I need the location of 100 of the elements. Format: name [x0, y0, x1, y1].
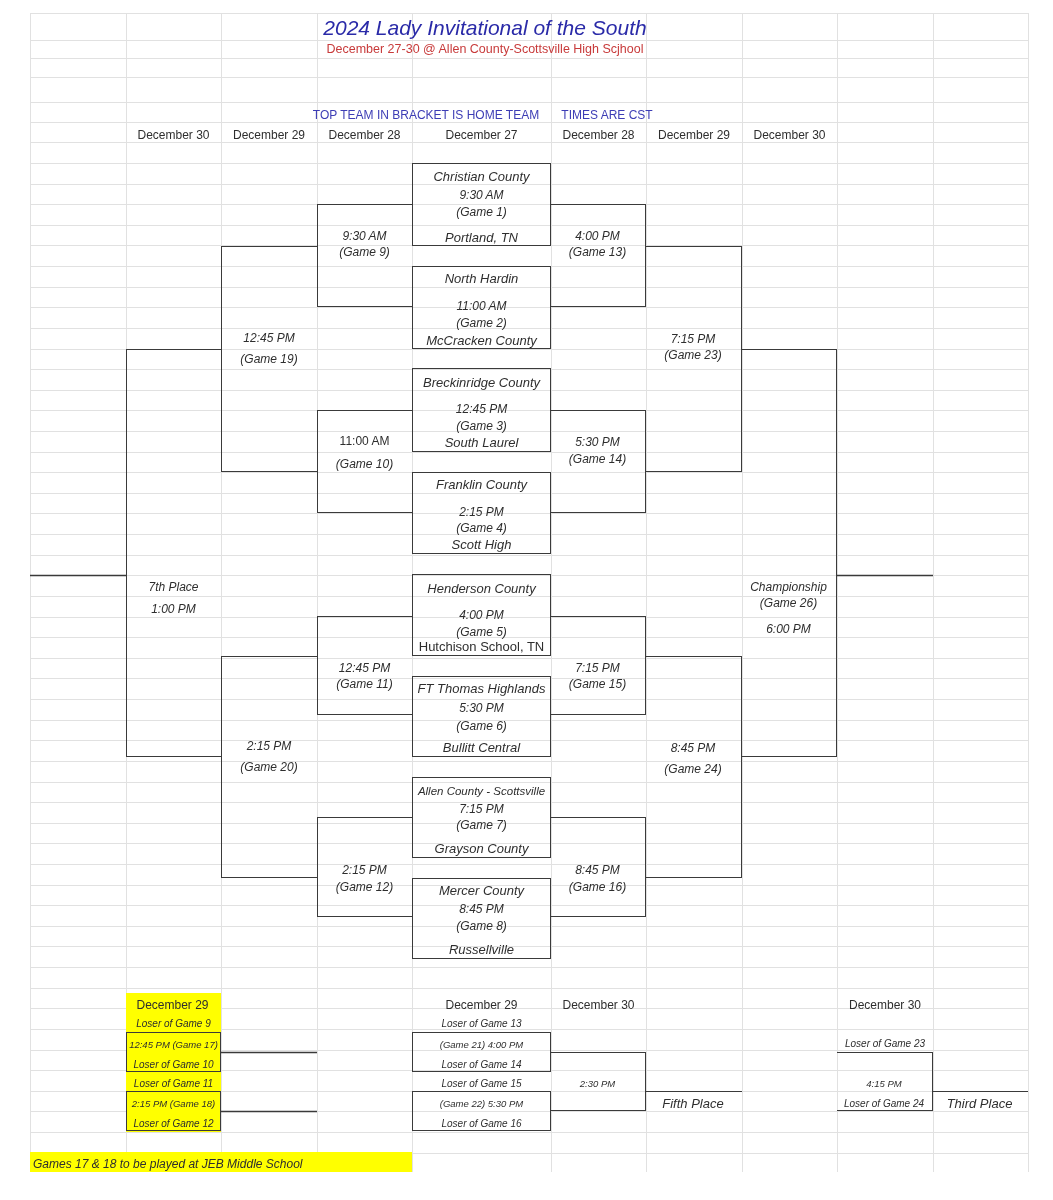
game-time: 8:45 PM	[459, 901, 504, 916]
game-time: 8:45 PM	[670, 740, 716, 755]
date-heading: December 28	[328, 127, 401, 142]
title: 2024 Lady Invitational of the South	[323, 16, 647, 39]
team-name: Henderson County	[427, 581, 536, 596]
connector-line	[29, 574, 127, 577]
date-heading: December 28	[562, 127, 635, 142]
game-number: (Game 1)	[456, 204, 507, 219]
game-number: (Game 9)	[339, 244, 390, 259]
team-name: Bullitt Central	[442, 740, 521, 755]
game-number: (Game 5)	[456, 624, 507, 639]
game-time: 7:15 PM	[575, 660, 620, 675]
bracket	[551, 616, 646, 715]
game-time: 7:15 PM	[670, 331, 716, 346]
game-box	[412, 676, 551, 757]
matchup-text: Loser of Game 9	[136, 1018, 211, 1029]
game-box	[126, 1032, 221, 1072]
game-number: (Game 4)	[456, 520, 507, 535]
game-time: 8:45 PM	[575, 862, 620, 877]
game-box	[412, 1032, 551, 1072]
team-name: Allen County - Scottsville	[417, 784, 546, 797]
game-number: (Game 16)	[568, 879, 627, 894]
game-time: 11:00 AM	[339, 433, 390, 448]
game-number: (Game 23)	[664, 347, 722, 362]
bracket	[317, 616, 412, 715]
placement-text: Fifth Place	[662, 1096, 724, 1111]
game-time: 12:45 PM	[455, 401, 508, 416]
game-time: 5:30 PM	[459, 700, 504, 715]
game-time: 6:00 PM	[766, 621, 811, 636]
note-banner	[30, 1152, 412, 1172]
bracket	[551, 204, 646, 307]
game-box	[412, 266, 551, 349]
game-number: (Game 19)	[240, 351, 298, 366]
team-name: Franklin County	[435, 477, 527, 492]
game-box	[412, 878, 551, 959]
game-number: (Game 11)	[336, 676, 393, 691]
game-time: 2:15 PM	[459, 504, 504, 519]
matchup-text: Loser of Game 23	[844, 1038, 925, 1049]
game-box	[126, 1091, 221, 1131]
matchup-text: Loser of Game 10	[133, 1059, 214, 1070]
game-box	[412, 368, 551, 452]
bracket	[646, 246, 742, 472]
team-name: Scott High	[451, 537, 512, 552]
game-number: (Game 2)	[456, 315, 507, 330]
game-time: 9:30 AM	[342, 228, 387, 243]
bracket	[221, 656, 317, 878]
team-name: Russellville	[449, 942, 514, 957]
game-number: (Game 10)	[335, 456, 394, 471]
date-heading: December 30	[137, 127, 210, 142]
bracket	[837, 1052, 933, 1111]
connector-line	[220, 1051, 318, 1054]
game-time: 12:45 PM (Game 17)	[129, 1039, 218, 1050]
game-time: (Game 22) 5:30 PM	[439, 1098, 524, 1109]
bracket	[221, 246, 317, 472]
date-heading: December 29	[657, 127, 730, 142]
game-time: 4:15 PM	[866, 1078, 902, 1089]
notice-text: TIMES ARE CST	[561, 107, 653, 122]
subtitle: December 27-30 @ Allen County-Scottsville High Scjhool	[326, 42, 644, 56]
matchup-text: Loser of Game 12	[133, 1118, 214, 1129]
game-time: (Game 21) 4:00 PM	[439, 1039, 524, 1050]
game-number: (Game 12)	[335, 879, 394, 894]
game-box	[412, 163, 551, 246]
date-heading: December 30	[562, 997, 635, 1012]
bracket	[742, 349, 837, 757]
team-name: Christian County	[433, 169, 530, 184]
note-text: Games 17 & 18 to be played at JEB Middle School	[33, 1156, 303, 1171]
matchup-text: Loser of Game 11	[133, 1078, 214, 1089]
bracket	[317, 817, 412, 917]
matchup-text: Loser of Game 16	[441, 1118, 522, 1129]
game-time: 2:15 PM	[246, 738, 292, 753]
game-time: 11:00 AM	[456, 298, 507, 313]
team-name: Grayson County	[434, 841, 529, 856]
game-time: 2:30 PM	[579, 1078, 616, 1089]
game-number: (Game 13)	[568, 244, 627, 259]
bracket	[646, 656, 742, 878]
game-time: 7:15 PM	[459, 801, 504, 816]
bracket	[317, 204, 412, 307]
date-heading: December 29	[232, 127, 305, 142]
game-box	[412, 472, 551, 554]
matchup-text: Loser of Game 14	[441, 1059, 522, 1070]
date-heading: December 29	[445, 997, 518, 1012]
game-number: (Game 24)	[664, 761, 722, 776]
team-name: Hutchison School, TN	[418, 639, 545, 654]
team-name: McCracken County	[426, 333, 537, 348]
team-name: Breckinridge County	[422, 375, 541, 390]
game-box	[412, 777, 551, 858]
team-name: South Laurel	[444, 435, 519, 450]
connector-line	[220, 1110, 318, 1113]
game-time: 12:45 PM	[243, 330, 295, 345]
highlight-panel	[126, 993, 221, 1132]
bracket	[551, 410, 646, 513]
bracket	[551, 1052, 646, 1111]
game-time: 4:00 PM	[575, 228, 620, 243]
game-number: (Game 15)	[568, 676, 627, 691]
placement-text: 7th Place	[148, 579, 199, 594]
notice-text: TOP TEAM IN BRACKET IS HOME TEAM	[312, 107, 540, 122]
game-number: (Game 8)	[456, 918, 507, 933]
team-name: Portland, TN	[445, 230, 518, 245]
game-box	[412, 574, 551, 656]
date-heading: December 27	[445, 127, 518, 142]
